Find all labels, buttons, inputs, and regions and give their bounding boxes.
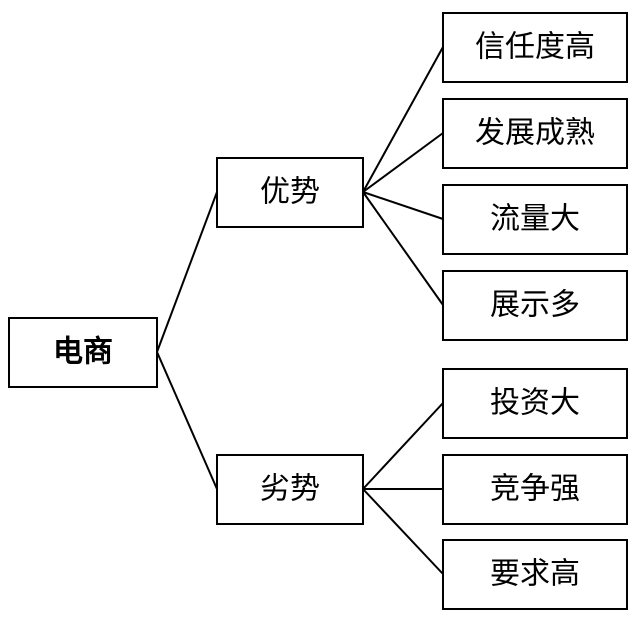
- leaf-node-label: 投资大: [490, 386, 580, 421]
- leaf-node-disadvantages-0: 投资大: [442, 368, 628, 439]
- leaf-node-disadvantages-2: 要求高: [442, 539, 628, 610]
- leaf-node-box: [442, 454, 628, 525]
- connector-disadvantages-child-0: [362, 402, 444, 490]
- leaf-node-label: 发展成熟: [475, 116, 595, 151]
- connector-advantages-child-1: [362, 132, 444, 193]
- connector-root-disadvantages: [156, 351, 218, 490]
- leaf-node-box: [442, 12, 628, 83]
- leaf-node-box: [442, 98, 628, 169]
- connectors: [156, 46, 444, 575]
- leaf-node-disadvantages-1: 竞争强: [442, 454, 628, 525]
- connector-disadvantages-child-2: [362, 488, 444, 575]
- root-node: 电商: [8, 317, 158, 388]
- connector-advantages-child-2: [362, 191, 444, 220]
- branch-node-disadvantages-box: [216, 454, 364, 525]
- branch-node-advantages: 优势: [216, 157, 364, 228]
- branch-node-disadvantages-label: 劣势: [260, 472, 320, 507]
- leaf-node-box: [442, 539, 628, 610]
- branch-node-disadvantages: 劣势: [216, 454, 364, 525]
- leaf-node-box: [442, 368, 628, 439]
- root-node-box: [8, 317, 158, 388]
- leaf-node-label: 信任度高: [475, 30, 595, 65]
- connector-advantages-child-0: [362, 46, 444, 193]
- leaf-node-box: [442, 184, 628, 255]
- root-node-label: 电商: [53, 335, 113, 370]
- leaf-node-advantages-2: 流量大: [442, 184, 628, 255]
- branch-node-advantages-box: [216, 157, 364, 228]
- connector-advantages-child-3: [362, 191, 444, 306]
- leaf-node-label: 流量大: [490, 202, 580, 237]
- leaf-node-label: 竞争强: [490, 472, 580, 507]
- leaf-node-label: 展示多: [490, 288, 580, 323]
- leaf-node-advantages-3: 展示多: [442, 270, 628, 341]
- branch-node-advantages-label: 优势: [260, 175, 320, 210]
- leaf-node-box: [442, 270, 628, 341]
- leaf-node-advantages-1: 发展成熟: [442, 98, 628, 169]
- leaf-node-advantages-0: 信任度高: [442, 12, 628, 83]
- leaf-node-label: 要求高: [490, 557, 580, 592]
- connector-root-advantages: [156, 191, 218, 353]
